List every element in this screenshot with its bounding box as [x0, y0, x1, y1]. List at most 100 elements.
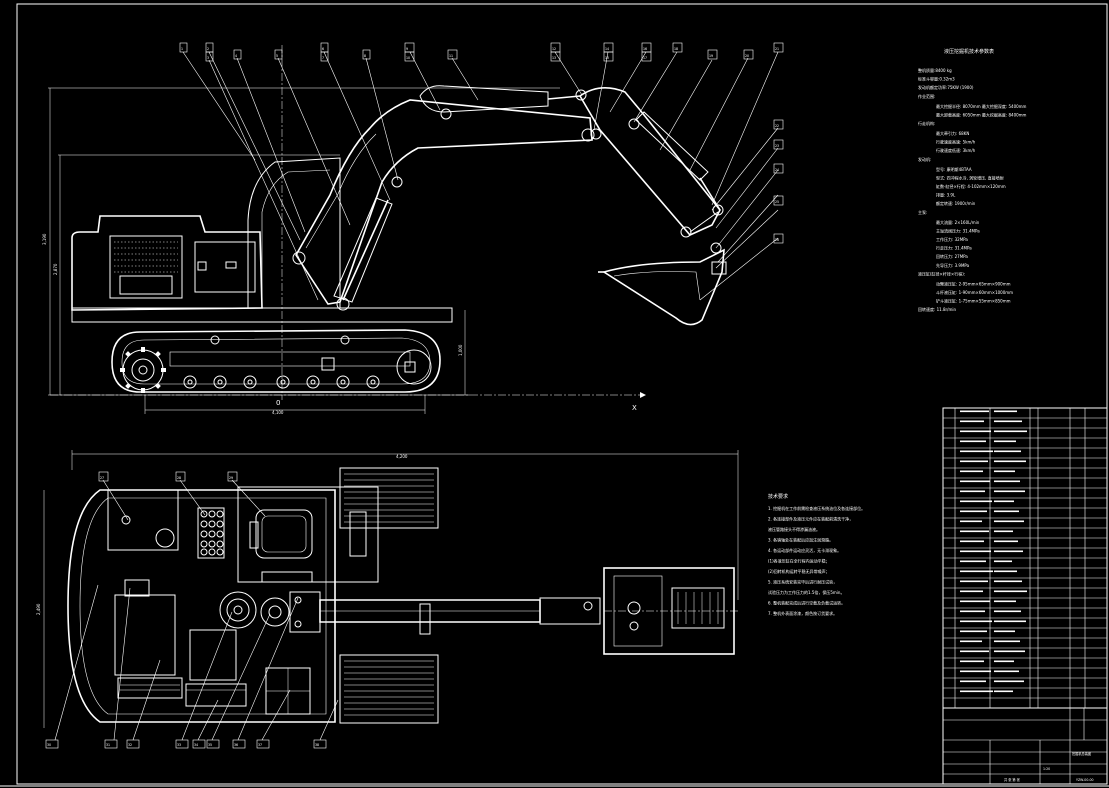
spec-title: 液压挖掘机技术参数表: [944, 48, 994, 55]
svg-text:27: 27: [100, 476, 104, 480]
swing-center: [233, 605, 243, 615]
dim-text-track: 1,000: [458, 344, 463, 356]
swing-motor: [260, 597, 290, 627]
tech-req-line: 6. 整机装配完成后进行空载及负载试运转。: [768, 600, 845, 606]
seat-armrest: [249, 521, 259, 549]
x-axis-label: X: [632, 404, 637, 412]
arm-pivot-pin: [581, 128, 595, 142]
spec-line: 行走压力: 31.4MPa: [936, 245, 972, 251]
boom: [292, 99, 595, 311]
top-callout-flags: 27 28 29 30 31 32 33 34 35 36 37 38: [45, 471, 327, 749]
bucket-inner: [613, 271, 701, 301]
svg-text:17: 17: [643, 56, 647, 60]
bom-cell-mark: [960, 620, 992, 623]
spec-line: 标准斗容量:0.32m3: [918, 76, 955, 82]
tech-req-line: 2. 各连接部件及液压元件应在装配前清洗干净，: [768, 516, 853, 522]
bucket-shell: [602, 248, 725, 326]
arm: [578, 87, 724, 254]
tech-requirements: 技术要求 1. 挖掘机在工作前需检查液压系统油位及各连接部位。2. 各连接部件及…: [768, 493, 865, 616]
seat-cushion: [261, 515, 307, 553]
bom-cell-mark: [960, 440, 986, 443]
spec-line: 缸数-缸径×行程: 4-102mm×120mm: [936, 183, 1006, 189]
spec-line: 斗杆液压缸: 1-90mm×60mm×1000mm: [936, 289, 1013, 295]
spec-line: 行走机构:: [918, 120, 935, 126]
bom-cell-mark: [994, 520, 1024, 523]
svg-text:14: 14: [605, 47, 609, 51]
bom-cell-mark: [960, 650, 989, 653]
bom-cell-mark: [994, 580, 1022, 583]
bom-cell-mark: [960, 470, 983, 473]
track-inner: [121, 337, 431, 385]
control-panel: [349, 511, 367, 557]
carrier-rollers: [210, 335, 350, 345]
spec-line: 先导压力: 3.9MPa: [936, 262, 970, 268]
tech-req-title: 技术要求: [768, 493, 788, 500]
svg-text:10: 10: [406, 56, 410, 60]
sprocket-hub: [131, 358, 155, 382]
tech-req-line: 5. 液压系统安装完毕后进行耐压试验，: [768, 579, 837, 585]
bom-cell-mark: [994, 630, 1015, 633]
sprocket-teeth: [120, 347, 166, 393]
sheet-count: 共 张 第 张: [1004, 777, 1021, 782]
bom-cell-mark: [994, 440, 1016, 443]
bom-table: [942, 407, 1108, 709]
bom-cell-mark: [960, 630, 987, 633]
bom-cell-mark: [994, 530, 1013, 533]
arm-pin-top: [627, 601, 641, 615]
pedal-bar: [261, 571, 313, 583]
spec-line: 额定转速: 1900r/min: [936, 200, 976, 206]
tech-req-line: (2)回转机构运转平稳无异常噪声；: [768, 568, 830, 574]
radiator-cap: [124, 579, 150, 597]
svg-text:34: 34: [194, 743, 198, 747]
spec-line: 主溢流阀压力: 31.4MPa: [936, 227, 980, 233]
bom-cell-mark: [994, 470, 1015, 473]
bom-cell-mark: [960, 410, 989, 413]
spec-line: 液压缸(缸径×杆径×行程):: [918, 270, 965, 276]
left-dim-text: 2,490: [36, 603, 41, 615]
engine-block: [114, 594, 176, 676]
top-dim-text: 4,200: [396, 454, 408, 459]
bom-cell-mark: [994, 460, 1026, 463]
boom-cyl-bracket: [419, 603, 431, 635]
title-frame: [942, 707, 1108, 785]
drawing-number: YZW-00-00: [1076, 778, 1094, 782]
bucket-link-pin: [680, 226, 692, 238]
top-callout-leaders: [54, 479, 339, 741]
bom-cell-mark: [994, 500, 1014, 503]
boom-root: [289, 591, 321, 633]
svg-text:16: 16: [643, 47, 647, 51]
bucket-cyl-pin: [712, 204, 724, 216]
track-upper-rect: [339, 467, 439, 529]
swing-bearing-inner: [226, 598, 250, 622]
crawler-track: [111, 329, 441, 393]
svg-text:30: 30: [47, 743, 51, 747]
upper-structure: [71, 157, 453, 323]
dim-text-inner: 2,870: [53, 263, 58, 275]
battery-box: [119, 275, 173, 295]
bom-cell-mark: [960, 660, 984, 663]
bom-cell-mark: [960, 520, 982, 523]
bom-cell-mark: [960, 530, 989, 533]
bom-cell-mark: [994, 670, 1019, 673]
bom-cell-mark: [994, 410, 1017, 413]
arm-cyl-rod-pin: [575, 89, 587, 101]
swing-motor-hub: [268, 605, 282, 619]
bucket-cylinder-barrel: [635, 111, 709, 181]
boom-cylinder-rod: [342, 199, 389, 301]
bucket: [598, 248, 727, 326]
bom-cell-mark: [994, 590, 1027, 593]
dim-text-bottom: 4,100: [272, 410, 284, 415]
bom-cell-mark: [960, 560, 986, 563]
bom-cell-mark: [960, 610, 985, 613]
bom-cell-mark: [960, 450, 993, 453]
hydraulic-tank: [194, 241, 256, 293]
svg-text:35: 35: [208, 743, 212, 747]
spec-line: 型号: 康明斯4BTAA: [936, 166, 972, 172]
spec-line: 铲斗液压缸: 1-75mm×55mm×850mm: [936, 298, 1011, 304]
spec-line: 型式: 四冲程水冷, 涡轮增压, 直接喷射: [936, 174, 1004, 180]
svg-text:12: 12: [552, 47, 556, 51]
bom-cell-mark: [960, 600, 990, 603]
svg-text:11: 11: [449, 54, 453, 58]
bom-cell-mark: [994, 620, 1026, 623]
track-rollers: [183, 375, 380, 389]
